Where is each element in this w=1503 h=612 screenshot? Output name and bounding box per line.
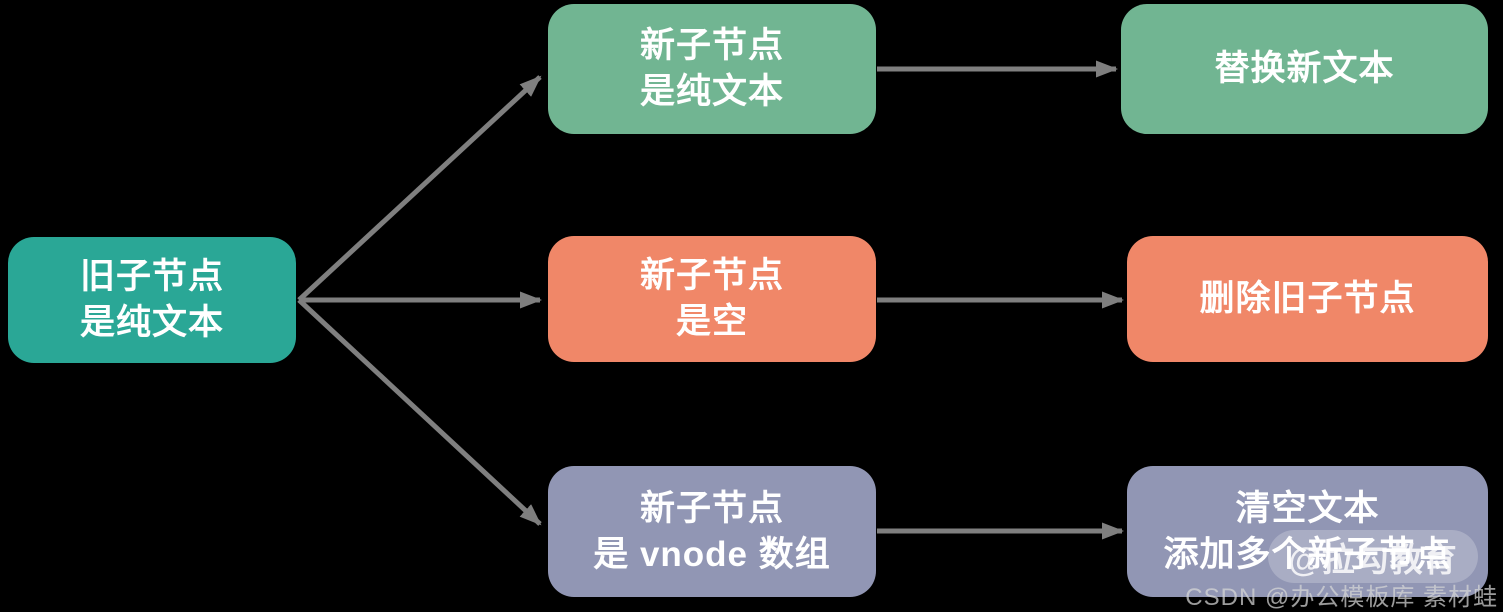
node-replace-new-text: 替换新文本 — [1121, 4, 1488, 134]
node-new-children-is-text: 新子节点 是纯文本 — [548, 4, 876, 134]
node-delete-old-children: 删除旧子节点 — [1127, 236, 1488, 362]
node-text-line: 清空文本 — [1235, 488, 1380, 528]
node-text-line: 是纯文本 — [79, 303, 224, 342]
node-text-line: 新子节点 — [639, 26, 784, 65]
csdn-watermark-credit: CSDN @办公模板库 素材蛙 — [1185, 584, 1498, 611]
node-text-line: 替换新文本 — [1214, 49, 1395, 88]
node-new-children-is-empty: 新子节点 是空 — [548, 236, 876, 362]
node-text-line: 是空 — [675, 302, 748, 341]
arrow-root-to-condition-3 — [297, 298, 542, 526]
node-new-children-is-vnode-array: 新子节点 是 vnode 数组 — [548, 466, 876, 597]
arrow-root-to-condition-1 — [297, 75, 542, 302]
watermark-badge: @拉勾教育 — [1268, 530, 1478, 583]
node-text-line: 新子节点 — [639, 256, 784, 295]
node-text-line: 删除旧子节点 — [1199, 279, 1416, 318]
node-old-children-is-text: 旧子节点 是纯文本 — [8, 237, 296, 363]
node-clear-text-add-children: 清空文本 添加多个新子节点 — [1127, 466, 1488, 597]
node-text-line: 是 vnode 数组 — [593, 534, 831, 574]
node-text-line: 添加多个新子节点 — [1163, 534, 1452, 574]
node-text-line: 旧子节点 — [79, 257, 224, 296]
node-text-line: 新子节点 — [639, 488, 784, 528]
node-text-line: 是纯文本 — [639, 72, 784, 111]
